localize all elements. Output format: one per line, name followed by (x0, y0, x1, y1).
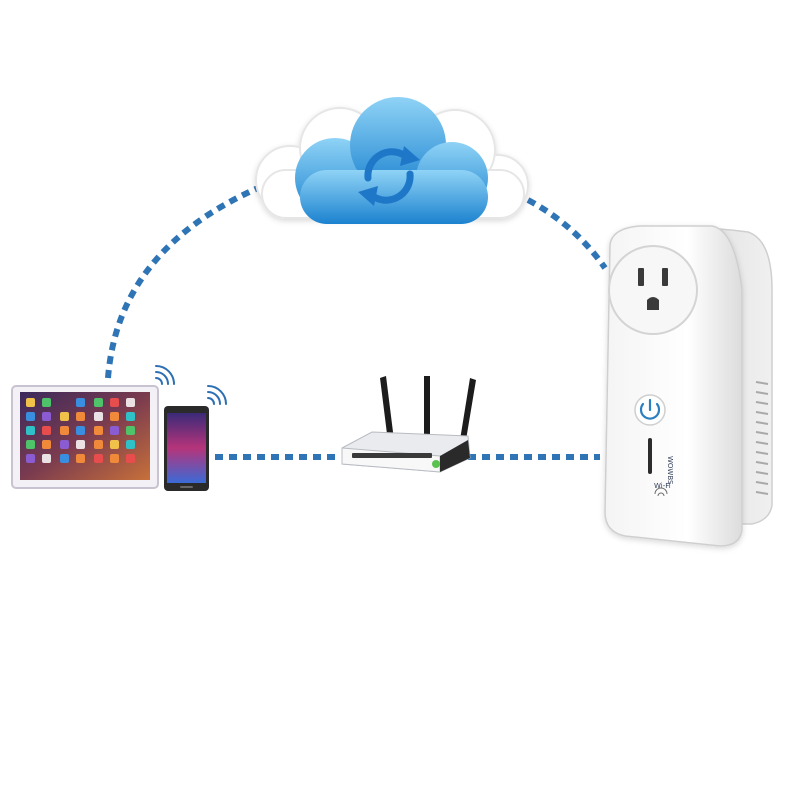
sync-arrows-icon (364, 148, 414, 204)
smartphone-icon (164, 385, 227, 491)
phone-wifi-waves-icon (207, 385, 227, 405)
cloud-sync-icon (255, 97, 529, 224)
outlet-socket (608, 245, 698, 335)
link-cloud-to-plug (526, 197, 608, 270)
wifi-router-icon (341, 376, 476, 473)
connection-links (105, 185, 608, 460)
smart-plug-icon: WOWBS Wi-Fi (604, 225, 773, 547)
plug-wifi-icon (654, 487, 668, 497)
tablet-icon (11, 365, 175, 489)
link-tablet-to-cloud (105, 185, 260, 379)
app-grid (26, 398, 135, 463)
tablet-wifi-waves-icon (155, 365, 175, 385)
power-button-icon (634, 394, 666, 426)
plug-brand-label: WOWBS (666, 456, 674, 485)
plug-wifi-label: Wi-Fi (654, 482, 671, 490)
vent-slots (755, 381, 769, 495)
status-light-bar (648, 438, 652, 474)
